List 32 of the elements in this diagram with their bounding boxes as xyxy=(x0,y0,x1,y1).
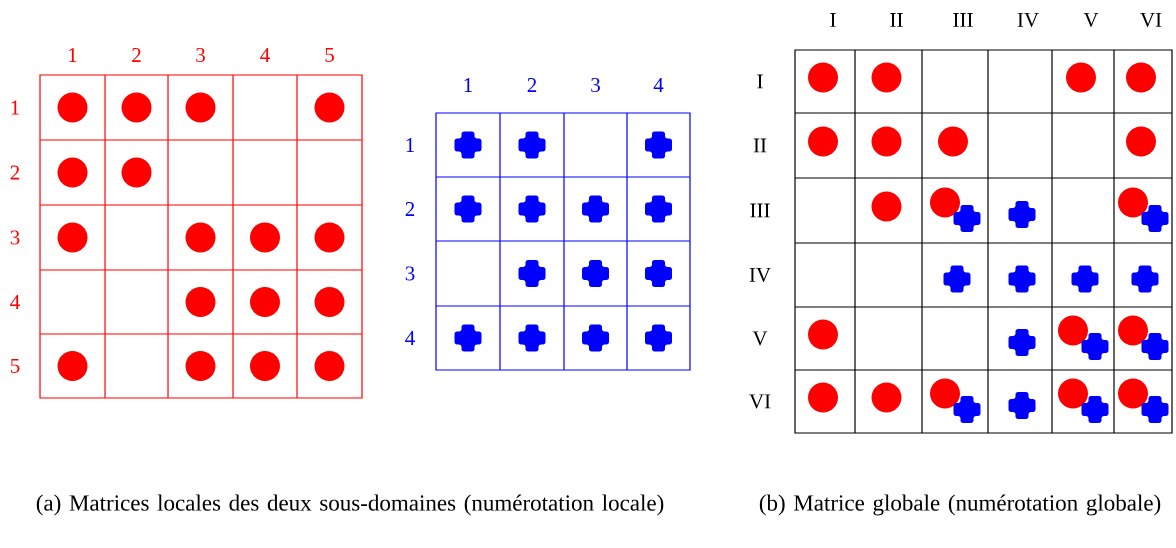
index-label: 2 xyxy=(527,78,537,92)
index-label: 4 xyxy=(260,48,270,62)
index-label: 4 xyxy=(10,295,20,309)
index-label: II xyxy=(890,13,903,27)
index-label: 3 xyxy=(10,230,20,245)
index-label: V xyxy=(1083,12,1099,28)
index-label: 3 xyxy=(405,266,415,281)
subfigure-caption: (b) Matrice globale (numérotation globale) xyxy=(759,494,1161,516)
index-label: 2 xyxy=(405,202,415,216)
subfigure-caption: (a) Matrices locales des deux sous-domaines (numérotation locale) xyxy=(36,494,664,516)
index-label: 2 xyxy=(10,165,20,180)
index-label: III xyxy=(750,203,770,218)
index-label: VI xyxy=(1140,12,1162,28)
index-label: 5 xyxy=(325,48,334,62)
index-label: IV xyxy=(749,267,771,282)
index-label: 3 xyxy=(591,77,600,93)
index-label: 1 xyxy=(464,78,472,92)
index-label: I xyxy=(830,13,836,27)
index-label: 1 xyxy=(406,138,414,152)
index-label: 3 xyxy=(196,47,205,63)
index-label: 1 xyxy=(11,100,19,115)
index-label: 5 xyxy=(11,359,20,373)
index-label: 4 xyxy=(653,78,664,92)
index-label: IV xyxy=(1017,12,1039,28)
index-label: V xyxy=(752,331,768,346)
index-label: VI xyxy=(749,394,771,409)
index-label: III xyxy=(953,13,973,27)
index-label: 2 xyxy=(132,48,141,62)
index-label: 4 xyxy=(405,331,415,345)
index-label: 1 xyxy=(69,48,77,62)
index-label: I xyxy=(757,74,763,89)
index-label: II xyxy=(753,138,767,153)
